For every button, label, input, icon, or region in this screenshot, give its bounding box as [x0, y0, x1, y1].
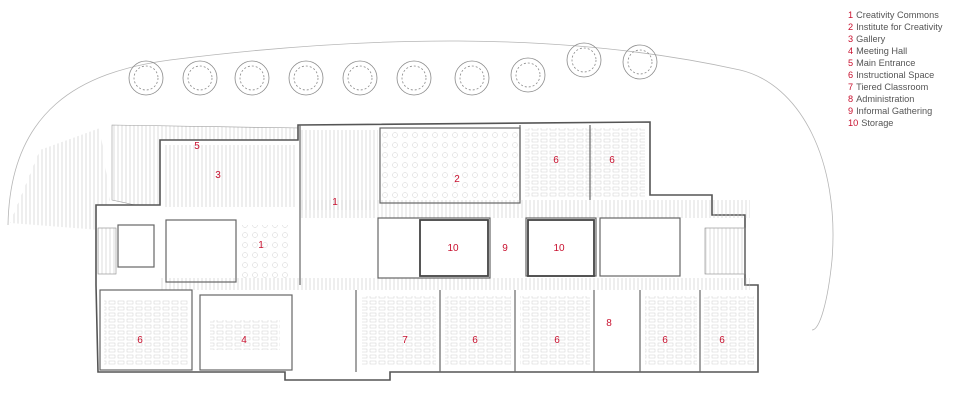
- classroom-desks: [520, 296, 590, 366]
- room-label: 1: [332, 197, 338, 208]
- legend-label: Administration: [856, 94, 915, 105]
- commons-seating: [240, 225, 290, 280]
- classroom-desks: [445, 296, 511, 366]
- landscape-hatch: [10, 128, 110, 230]
- stair: [97, 227, 746, 275]
- room-label: 5: [194, 141, 200, 152]
- room-label: 1: [258, 240, 264, 251]
- legend-number: 1: [848, 10, 854, 20]
- legend-number: 5: [848, 58, 854, 69]
- room-label: 2: [454, 174, 460, 185]
- legend-number: 2: [848, 22, 854, 33]
- classroom-desks: [704, 296, 754, 366]
- legend-number: 6: [848, 70, 854, 81]
- room-label: 3: [215, 170, 221, 181]
- legend-label: Gallery: [856, 34, 886, 45]
- room-label: 6: [137, 335, 143, 346]
- room-label: 6: [662, 335, 668, 346]
- classroom-desks: [362, 296, 436, 366]
- institute-area: [380, 130, 520, 202]
- legend-number: 3: [848, 34, 854, 45]
- classroom-desks: [104, 300, 189, 366]
- classroom-desks: [645, 296, 697, 366]
- legend-number: 4: [848, 46, 854, 57]
- gallery-floor: [165, 145, 295, 207]
- meeting-tables: [210, 320, 280, 350]
- room-label: 6: [719, 335, 725, 346]
- legend-label: Instructional Space: [856, 70, 935, 81]
- room-label: 9: [502, 243, 508, 254]
- room-label: 10: [447, 243, 459, 254]
- instructional-north: [525, 128, 645, 198]
- room-label: 6: [472, 335, 478, 346]
- legend-label: Meeting Hall: [856, 46, 908, 57]
- corridor-south-hatch: [160, 278, 750, 290]
- room-label: 6: [554, 335, 560, 346]
- interior-walls: [99, 125, 701, 372]
- room-label: 7: [402, 335, 408, 346]
- legend-number: 10: [848, 118, 859, 129]
- legend-label: Storage: [861, 118, 894, 129]
- room-label: 4: [241, 335, 247, 346]
- room-label: 6: [609, 155, 615, 166]
- storage-walls: [419, 219, 595, 277]
- site-boundary: [7, 40, 834, 331]
- legend-label: Main Entrance: [856, 58, 916, 69]
- legend-label: Creativity Commons: [856, 10, 939, 20]
- legend-label: Institute for Creativity: [856, 22, 943, 33]
- legend-label: Informal Gathering: [856, 106, 933, 117]
- tree-row: [128, 42, 658, 96]
- legend-number: 7: [848, 82, 854, 93]
- room-label: 10: [553, 243, 565, 254]
- corridor-hatch: [300, 200, 750, 218]
- legend-label: Tiered Classroom: [856, 82, 929, 93]
- room-label: 8: [606, 318, 612, 329]
- room-label: 6: [553, 155, 559, 166]
- commons-floor: [300, 130, 378, 210]
- legend-number: 8: [848, 94, 854, 105]
- legend-number: 9: [848, 106, 854, 117]
